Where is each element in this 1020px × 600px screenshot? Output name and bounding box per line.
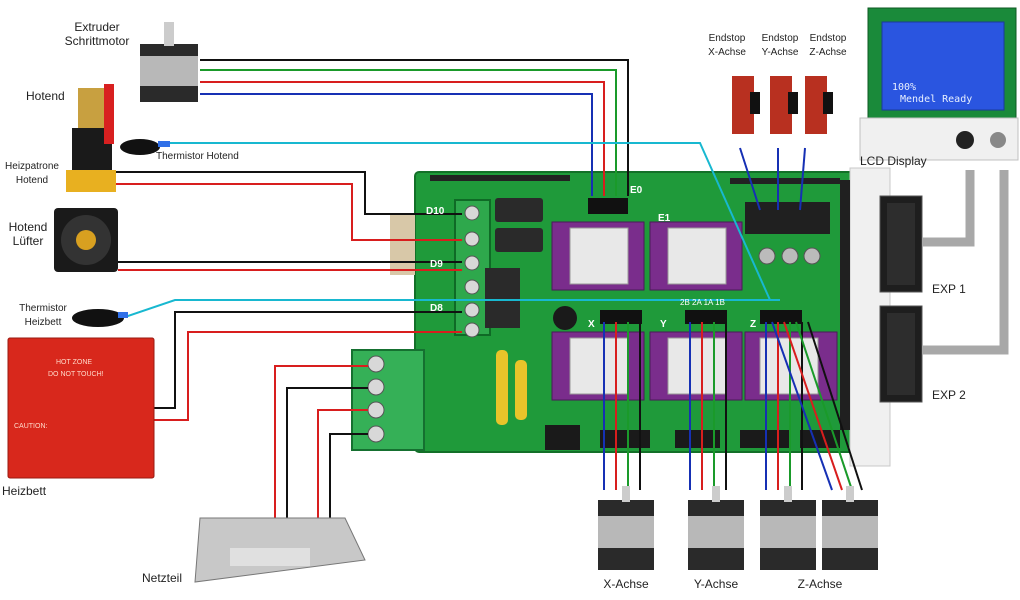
endstop-header (745, 202, 830, 234)
lcd-line-percent: 100% (892, 82, 917, 93)
driver-x (551, 331, 645, 401)
board-mark-x: X (588, 319, 595, 330)
wires (115, 59, 863, 518)
driver-e1 (649, 221, 743, 291)
lcd-line-status: Mendel Ready (900, 94, 973, 105)
endstop-z-label: Endstop Z-Achse (809, 33, 847, 58)
psu-label: Netzteil (142, 571, 183, 585)
fuses (496, 350, 527, 425)
motor-z2 (822, 486, 878, 570)
board-mark-e0: E0 (630, 185, 643, 196)
motor-y (688, 486, 744, 570)
driver-e0 (551, 221, 645, 291)
mosfets (485, 198, 577, 330)
hotend-fan (54, 208, 118, 272)
board-mark-y: Y (660, 319, 667, 330)
thermistor-probes (72, 139, 170, 327)
z-axis-label: Z-Achse (797, 577, 843, 591)
board-pin-row-label: 2B 2A 1A 1B (680, 298, 725, 307)
lcd-display-label: LCD Display (860, 154, 927, 168)
power-supply (194, 517, 366, 583)
hotend-fan-label: Hotend Lüfter (8, 220, 48, 248)
motor-x (598, 486, 654, 570)
board-mark-d8: D8 (430, 303, 443, 314)
board-mark-d9: D9 (430, 259, 443, 270)
exp1-label: EXP 1 (932, 282, 966, 296)
endstop-x-label: Endstop X-Achse (708, 33, 746, 58)
extruder-motor (140, 22, 198, 102)
bed-hot-zone: HOT ZONE (56, 359, 93, 366)
bed-caution: CAUTION: (14, 423, 48, 430)
driver-y (649, 331, 743, 401)
capacitors (758, 247, 821, 265)
axis-motors (598, 486, 878, 570)
driver-pin-headers (588, 198, 802, 324)
lcd-controller (859, 7, 1019, 161)
endstop-y-label: Endstop Y-Achse (761, 33, 799, 58)
board-mark-e1: E1 (658, 213, 671, 224)
lcd-ribbon-cables (922, 170, 1009, 355)
hotend-assembly (66, 84, 116, 192)
board-mark-d10: D10 (426, 206, 445, 217)
endstops (732, 76, 833, 134)
thermistor-bed-label: Thermistor Heizbett (19, 303, 67, 328)
heated-bed (7, 337, 155, 479)
heated-bed-label: Heizbett (2, 484, 47, 498)
x-axis-label: X-Achse (603, 577, 649, 591)
y-axis-label: Y-Achse (693, 577, 739, 591)
hotend-label: Hotend (26, 89, 65, 103)
mosfet-terminal-block (390, 199, 491, 338)
exp-headers (879, 195, 923, 403)
motor-z1 (760, 486, 816, 570)
exp2-label: EXP 2 (932, 388, 966, 402)
bed-do-not-touch: DO NOT TOUCH! (48, 371, 104, 378)
thermistor-hotend-label: Thermistor Hotend (156, 151, 239, 162)
board-mark-z: Z (750, 319, 757, 330)
extruder-motor-label: Extruder Schrittmotor (64, 20, 130, 48)
heater-cartridge-label: Heizpatrone Hotend (5, 161, 59, 186)
